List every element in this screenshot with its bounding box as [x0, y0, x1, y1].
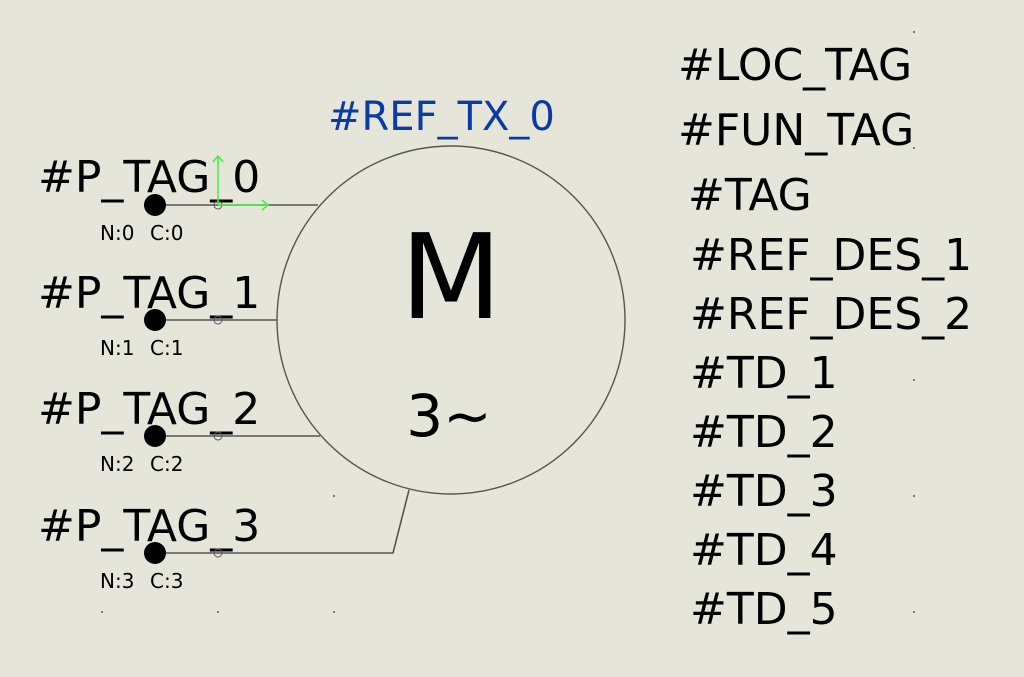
motor-symbol[interactable]: M 3~ — [276, 145, 626, 495]
attr-td-5: #TD_5 — [690, 584, 838, 635]
pin-c-label: C:2 — [150, 452, 183, 476]
attr-ref-des-2: #REF_DES_2 — [690, 289, 972, 340]
pin-3[interactable]: #P_TAG_3 N:3 C:3 — [38, 501, 260, 593]
grid-dots — [101, 31, 915, 613]
pin-tag: #P_TAG_2 — [38, 384, 260, 435]
pin-tag: #P_TAG_0 — [38, 152, 260, 203]
pin-connection-dot[interactable] — [144, 309, 166, 331]
pin-c-label: C:0 — [150, 221, 183, 245]
pin-tag: #P_TAG_3 — [38, 501, 260, 552]
pin-connection-dot[interactable] — [144, 425, 166, 447]
attr-fun-tag: #FUN_TAG — [678, 105, 914, 156]
pin-n-label: N:3 — [100, 569, 134, 593]
pin-n-label: N:2 — [100, 452, 134, 476]
pin-1[interactable]: #P_TAG_1 N:1 C:1 — [38, 268, 260, 360]
attr-td-3: #TD_3 — [690, 466, 838, 517]
attr-tag: #TAG — [688, 170, 812, 221]
pin-tag: #P_TAG_1 — [38, 268, 260, 319]
motor-phase: 3~ — [406, 382, 492, 450]
pin-connection-dot[interactable] — [144, 542, 166, 564]
ref-text: #REF_TX_0 — [328, 94, 555, 140]
pin-c-label: C:1 — [150, 336, 183, 360]
attr-td-1: #TD_1 — [690, 348, 838, 399]
origin-axes-icon — [212, 154, 270, 211]
pin-n-label: N:0 — [100, 221, 134, 245]
motor-letter: M — [400, 208, 502, 346]
pin-n-label: N:1 — [100, 336, 134, 360]
attr-loc-tag: #LOC_TAG — [678, 40, 912, 91]
pin-0[interactable]: #P_TAG_0 N:0 C:0 — [38, 152, 260, 245]
pin-2[interactable]: #P_TAG_2 N:2 C:2 — [38, 384, 260, 476]
pin-connection-dot[interactable] — [144, 194, 166, 216]
pin-end-marker — [213, 431, 223, 441]
pin-c-label: C:3 — [150, 569, 183, 593]
attr-ref-des-1: #REF_DES_1 — [690, 230, 972, 281]
attr-td-2: #TD_2 — [690, 407, 838, 458]
attr-td-4: #TD_4 — [690, 525, 838, 576]
attribute-list: #LOC_TAG #FUN_TAG #TAG #REF_DES_1 #REF_D… — [678, 40, 972, 635]
pin-end-marker — [213, 315, 223, 325]
pin-end-marker — [213, 548, 223, 558]
